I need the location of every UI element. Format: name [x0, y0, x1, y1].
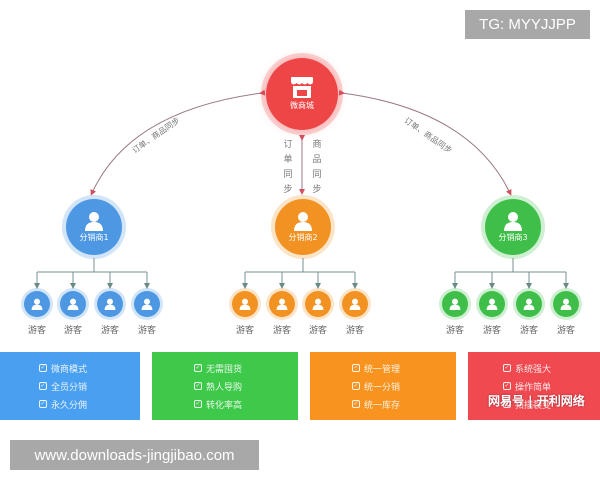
- user-icon: [523, 298, 535, 310]
- guest-node: 游客: [509, 291, 549, 336]
- user-icon: [294, 212, 312, 231]
- guest-node: 游客: [298, 291, 338, 336]
- feature-item: ✓操作简单: [503, 382, 552, 393]
- guest-node: 游客: [127, 291, 167, 336]
- guest-label: 游客: [27, 326, 46, 336]
- distributor-label: 分销商3: [498, 233, 528, 242]
- hub-node-mall: 微商城: [266, 58, 338, 130]
- guest-node: 游客: [335, 291, 375, 336]
- guest-label: 游客: [519, 326, 538, 336]
- feature-item: ✓统一管理: [352, 364, 401, 375]
- feature-box-orange: ✓统一管理 ✓统一分销 ✓统一库存: [310, 352, 456, 420]
- feature-item: ✓统一分销: [352, 382, 401, 393]
- checkbox-icon: ✓: [503, 364, 511, 372]
- feature-item: ✓微商模式: [39, 364, 88, 375]
- user-icon: [349, 298, 361, 310]
- checkbox-icon: ✓: [352, 364, 360, 372]
- guest-node: 游客: [17, 291, 57, 336]
- guest-node: 游客: [53, 291, 93, 336]
- checkbox-icon: ✓: [352, 400, 360, 408]
- feature-item: ✓永久分佣: [39, 400, 88, 411]
- checkbox-icon: ✓: [503, 382, 511, 390]
- hub-label: 微商城: [290, 101, 314, 110]
- guest-node: 游客: [90, 291, 130, 336]
- feature-box-red: ✓系统强大 ✓操作简单 ✓扫描裂变: [468, 352, 600, 420]
- user-icon: [104, 298, 116, 310]
- guest-label: 游客: [235, 326, 254, 336]
- distributor-label: 分销商2: [288, 233, 318, 242]
- user-icon: [449, 298, 461, 310]
- checkbox-icon: ✓: [39, 382, 47, 390]
- user-icon: [239, 298, 251, 310]
- feature-box-green: ✓无需囤货 ✓熟人导购 ✓转化率高: [152, 352, 298, 420]
- checkbox-icon: ✓: [194, 364, 202, 372]
- guest-label: 游客: [445, 326, 464, 336]
- store-icon: [291, 77, 313, 98]
- center-right-label: 商 品 同 步: [312, 140, 322, 195]
- feature-box-blue: ✓微商模式 ✓全员分销 ✓永久分佣: [0, 352, 140, 420]
- distributor-node-3: 分销商3: [485, 199, 541, 255]
- guest-label: 游客: [137, 326, 156, 336]
- user-icon: [560, 298, 572, 310]
- checkbox-icon: ✓: [39, 364, 47, 372]
- feature-item: ✓系统强大: [503, 364, 552, 375]
- guest-node: 游客: [225, 291, 265, 336]
- checkbox-icon: ✓: [194, 400, 202, 408]
- user-icon: [141, 298, 153, 310]
- user-icon: [312, 298, 324, 310]
- watermark-top-right: TG: MYYJJPP: [465, 10, 590, 39]
- user-icon: [31, 298, 43, 310]
- center-left-label: 订 单 同 步: [283, 140, 293, 195]
- distributor-label: 分销商1: [79, 233, 109, 242]
- checkbox-icon: ✓: [194, 382, 202, 390]
- feature-item: ✓无需囤货: [194, 364, 243, 375]
- checkbox-icon: ✓: [503, 400, 511, 408]
- watermark-bottom-left: www.downloads-jingjibao.com: [10, 440, 259, 470]
- checkbox-icon: ✓: [352, 382, 360, 390]
- guest-label: 游客: [272, 326, 291, 336]
- feature-item: ✓转化率高: [194, 400, 243, 411]
- guest-label: 游客: [556, 326, 575, 336]
- guest-node: 游客: [546, 291, 586, 336]
- user-icon: [85, 212, 103, 231]
- guest-node: 游客: [262, 291, 302, 336]
- checkbox-icon: ✓: [39, 400, 47, 408]
- distributor-node-2: 分销商2: [275, 199, 331, 255]
- guest-label: 游客: [345, 326, 364, 336]
- guest-label: 游客: [63, 326, 82, 336]
- feature-item: ✓统一库存: [352, 400, 401, 411]
- guest-label: 游客: [482, 326, 501, 336]
- feature-item: ✓熟人导购: [194, 382, 243, 393]
- user-icon: [504, 212, 522, 231]
- guest-label: 游客: [308, 326, 327, 336]
- user-icon: [486, 298, 498, 310]
- user-icon: [276, 298, 288, 310]
- feature-item: ✓全员分销: [39, 382, 88, 393]
- guest-node: 游客: [435, 291, 475, 336]
- distributor-node-1: 分销商1: [66, 199, 122, 255]
- guest-node: 游客: [472, 291, 512, 336]
- overlay-watermark: 网易号 | 开利网络: [488, 394, 585, 408]
- guest-label: 游客: [100, 326, 119, 336]
- user-icon: [67, 298, 79, 310]
- feature-item: ✓扫描裂变: [503, 400, 552, 411]
